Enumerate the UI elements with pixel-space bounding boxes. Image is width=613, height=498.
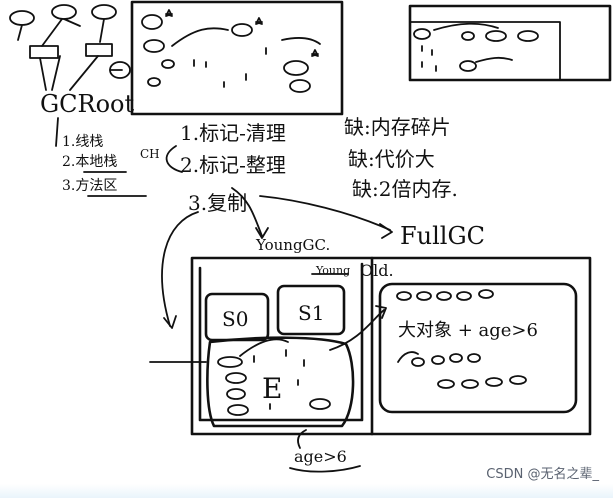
survivor-s1-label: S1 <box>298 301 324 325</box>
object-graph <box>9 4 131 91</box>
algorithm-mark-sweep: 1.标记-清理 <box>180 121 286 145</box>
gc-root-item-note: CH <box>140 147 160 161</box>
young-gc-label: YoungGC. <box>255 236 330 254</box>
gc-algorithms: 1.标记-清理 2.标记-整理 3.复制 <box>165 121 286 215</box>
full-gc-label: FullGC <box>400 222 485 250</box>
algorithm-copy: 3.复制 <box>188 191 247 215</box>
gc-drawbacks: 缺:内存碎片 缺:代价大 缺:2倍内存. <box>344 115 458 201</box>
top-right-heap-sketch <box>408 4 612 82</box>
gc-root-label: GCRoot <box>40 90 135 118</box>
drawback-fragmentation: 缺:内存碎片 <box>344 115 451 139</box>
young-region-label: Young <box>315 264 350 277</box>
algorithm-mark-compact: 2.标记-整理 <box>180 153 286 177</box>
age-threshold-note: age>6 <box>294 447 347 466</box>
old-region-label: Old. <box>360 261 394 280</box>
heap-diagram: Young Old. S0 S1 E 大对象 + age>6 <box>149 256 592 473</box>
csdn-watermark: CSDN @无名之辈_ <box>486 467 599 482</box>
eden-label: E <box>262 372 282 405</box>
old-objects-note: 大对象 + age>6 <box>398 320 538 341</box>
gc-root-item-1: 1.线栈 <box>62 134 103 150</box>
survivor-s0-label: S0 <box>222 307 248 331</box>
eden-region <box>206 336 355 428</box>
bottom-decoration <box>0 484 613 498</box>
survivor-s1-box <box>276 284 346 336</box>
drawback-cost: 缺:代价大 <box>348 147 435 171</box>
gc-root-item-3: 3.方法区 <box>62 178 117 194</box>
old-objects-box <box>378 282 578 414</box>
drawback-double-memory: 缺:2倍内存. <box>352 177 458 201</box>
gc-root-item-2: 2.本地栈 <box>62 154 117 170</box>
gc-arrows <box>161 187 393 329</box>
gc-root-list: 1.线栈 2.本地栈 CH 3.方法区 <box>55 117 160 197</box>
top-heap-sketch <box>130 0 344 116</box>
